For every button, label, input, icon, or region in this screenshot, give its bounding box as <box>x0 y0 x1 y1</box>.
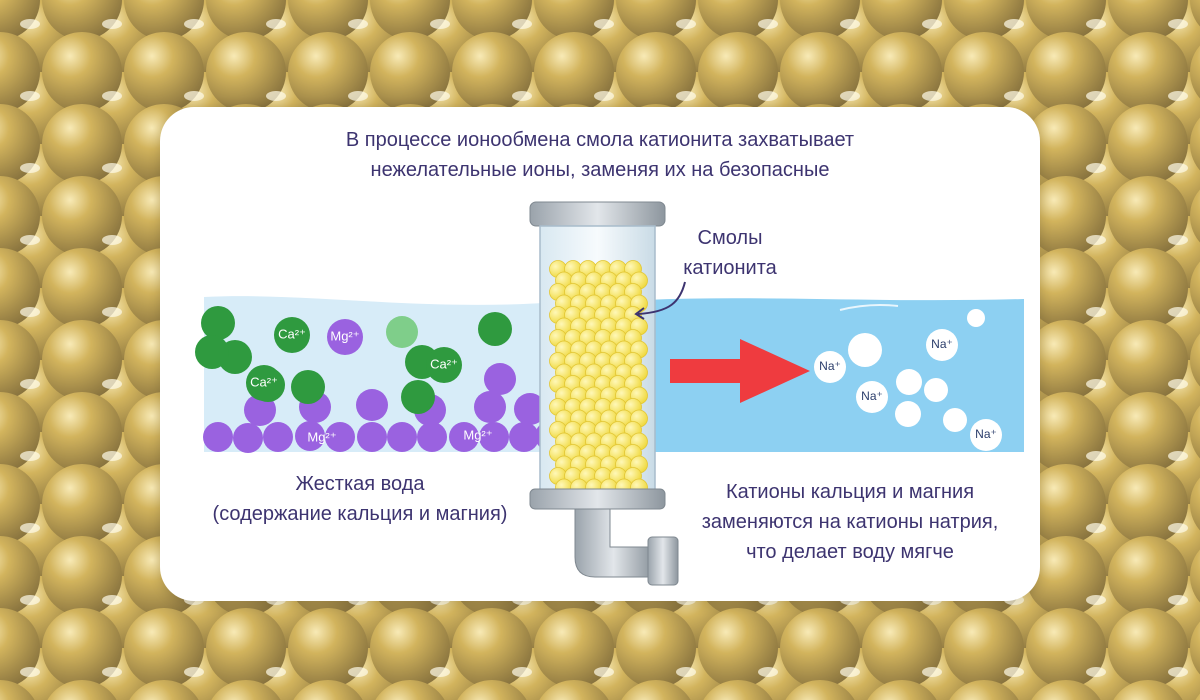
outlet-pipe <box>574 508 653 578</box>
magnesium-ion <box>484 363 516 395</box>
calcium-ion <box>195 335 229 369</box>
calcium-ion-label: Ca²⁺ <box>430 356 458 371</box>
ion-exchange-column <box>529 201 679 586</box>
resin-label-line2: катионита <box>683 257 777 279</box>
water-ripple <box>839 304 899 311</box>
sodium-ion-label: Na⁺ <box>861 389 883 403</box>
magnesium-ion <box>387 422 417 452</box>
magnesium-ion <box>356 389 388 421</box>
sodium-ion <box>970 419 1002 451</box>
calcium-ion <box>291 370 325 404</box>
sodium-ion <box>848 333 882 367</box>
ion-exchange-diagram: Ca²⁺ Mg²⁺ Ca²⁺ Ca²⁺ Mg²⁺ Mg²⁺ Na⁺ Na⁺ Na⁺ Na⁺ <box>195 201 1024 586</box>
calcium-ion <box>201 306 235 340</box>
calcium-ion <box>478 312 512 346</box>
magnesium-ion <box>325 422 355 452</box>
soft-water-ions: Na⁺ Na⁺ Na⁺ Na⁺ <box>814 309 1002 451</box>
hard-water-caption-line2: (содержание кальция и магния) <box>212 503 508 525</box>
sodium-ion <box>926 329 958 361</box>
calcium-ion <box>246 365 282 401</box>
calcium-ion <box>401 380 435 414</box>
flow-arrow <box>670 339 810 403</box>
soft-water-caption: Катионы кальция и магния заменяются на к… <box>668 477 1032 567</box>
resin-pointer-head <box>634 307 645 320</box>
magnesium-ion <box>479 422 509 452</box>
top-caption-line2: нежелательные ионы, заменяя их на безопа… <box>370 159 830 181</box>
calcium-ion <box>426 347 462 383</box>
hard-water-caption: Жесткая вода (содержание кальция и магни… <box>180 469 540 529</box>
magnesium-ion-label: Mg²⁺ <box>463 427 492 442</box>
resin-pointer <box>637 281 686 315</box>
sodium-ion-label: Na⁺ <box>931 337 953 351</box>
magnesium-ion <box>417 422 447 452</box>
top-caption: В процессе ионообмена смола катионита за… <box>160 125 1040 185</box>
magnesium-ion <box>295 421 325 451</box>
resin-label: Смолы катионита <box>670 223 790 283</box>
magnesium-ion <box>263 422 293 452</box>
calcium-ion <box>386 316 418 348</box>
hard-water-ions: Ca²⁺ Mg²⁺ Ca²⁺ Ca²⁺ Mg²⁺ Mg²⁺ <box>195 306 565 453</box>
magnesium-ion <box>233 423 263 453</box>
hard-water-caption-line1: Жесткая вода <box>295 473 425 495</box>
magnesium-ion <box>449 422 479 452</box>
sodium-ion <box>924 378 948 402</box>
calcium-ion <box>274 317 310 353</box>
magnesium-ion <box>514 393 546 425</box>
calcium-ion-label: Ca²⁺ <box>250 374 278 389</box>
sodium-ion <box>814 351 846 383</box>
calcium-ion-label: Ca²⁺ <box>278 326 306 341</box>
resin-label-line1: Смолы <box>697 227 763 249</box>
magnesium-ion <box>327 319 363 355</box>
soft-water-caption-line3: что делает воду мягче <box>746 541 954 563</box>
sodium-ion <box>895 401 921 427</box>
magnesium-ion <box>509 422 539 452</box>
sodium-ion <box>943 408 967 432</box>
sodium-ion-label: Na⁺ <box>819 359 841 373</box>
sodium-ion <box>896 369 922 395</box>
magnesium-ion <box>357 422 387 452</box>
sodium-ion <box>967 309 985 327</box>
top-caption-line1: В процессе ионообмена смола катионита за… <box>345 129 855 151</box>
magnesium-ion <box>203 422 233 452</box>
soft-water-caption-line2: заменяются на катионы натрия, <box>701 511 999 533</box>
resin-beads <box>549 260 648 508</box>
sodium-ion-label: Na⁺ <box>975 427 997 441</box>
magnesium-ion-label: Mg²⁺ <box>307 429 336 444</box>
sodium-ion <box>856 381 888 413</box>
magnesium-ion-label: Mg²⁺ <box>330 328 359 343</box>
diagram-card: Ca²⁺ Mg²⁺ Ca²⁺ Ca²⁺ Mg²⁺ Mg²⁺ Na⁺ Na⁺ Na⁺ Na⁺ В … <box>160 107 1040 601</box>
soft-water-caption-line1: Катионы кальция и магния <box>725 481 975 503</box>
magnesium-ion <box>474 391 506 423</box>
